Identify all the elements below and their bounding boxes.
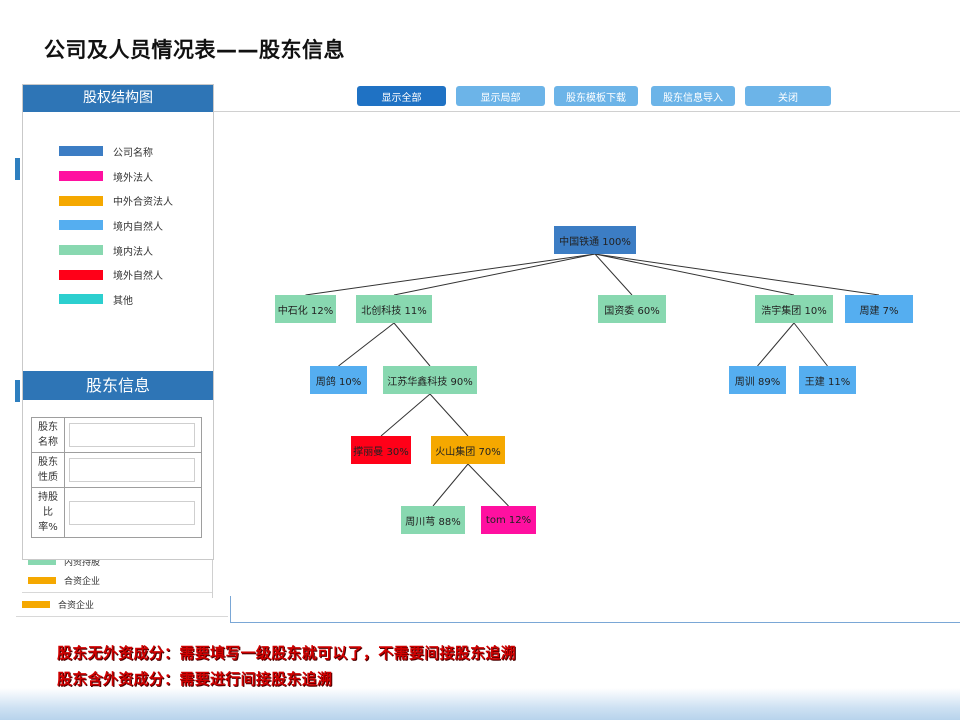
connector-line bbox=[432, 463, 469, 507]
org-node-n1[interactable]: 中石化 12% bbox=[275, 295, 336, 323]
org-node-n9[interactable]: 王建 11% bbox=[799, 366, 856, 394]
legend-swatch bbox=[22, 601, 50, 608]
connector-line bbox=[793, 322, 828, 367]
shareholding-ratio-input[interactable] bbox=[69, 500, 195, 525]
template-download-button[interactable]: 股东模板下载 bbox=[554, 86, 638, 106]
field-label: 股东 性质 bbox=[31, 452, 65, 488]
main-panel-bottom-frame bbox=[230, 596, 960, 623]
shareholder-info-form: 股东 名称 股东 性质 持股 比 率% bbox=[31, 417, 202, 538]
org-node-n8[interactable]: 周训 89% bbox=[729, 366, 786, 394]
divider bbox=[16, 616, 228, 617]
org-node-n7[interactable]: 江苏华鑫科技 90% bbox=[383, 366, 477, 394]
shareholder-name-input[interactable] bbox=[69, 423, 195, 447]
legend-label: 合资企业 bbox=[64, 577, 101, 587]
field-cell bbox=[64, 487, 202, 538]
legend-label: 境外自然人 bbox=[113, 271, 163, 283]
legend-swatch bbox=[59, 245, 103, 256]
import-button[interactable]: 股东信息导入 bbox=[651, 86, 735, 106]
org-node-n13[interactable]: tom 12% bbox=[481, 506, 536, 534]
org-node-n11[interactable]: 火山集团 70% bbox=[431, 436, 505, 464]
org-node-n2[interactable]: 北创科技 11% bbox=[356, 295, 432, 323]
legend-swatch bbox=[59, 146, 103, 157]
form-row: 股东 名称 bbox=[31, 417, 202, 453]
connector-line bbox=[594, 253, 880, 296]
structure-panel-title: 股权结构图 bbox=[23, 85, 213, 112]
legend-label: 境内自然人 bbox=[113, 221, 163, 233]
field-label-line: 股东 bbox=[38, 422, 58, 433]
legend-item: 境外法人 bbox=[59, 164, 173, 189]
field-label-line: 比 bbox=[43, 507, 53, 518]
org-node-n3[interactable]: 国资委 60% bbox=[598, 295, 666, 323]
legend-item: 中外合资法人 bbox=[59, 188, 173, 213]
legend-swatch bbox=[59, 269, 103, 280]
legend-swatch bbox=[59, 171, 103, 182]
org-node-n6[interactable]: 周鸽 10% bbox=[310, 366, 367, 394]
shareholder-type-input[interactable] bbox=[69, 458, 195, 482]
legend-item: 其他 bbox=[59, 287, 173, 312]
form-row: 股东 性质 bbox=[31, 452, 202, 488]
note-line-2: 股东含外资成分：需要进行间接股东追溯 bbox=[57, 670, 333, 688]
field-label-line: 性质 bbox=[38, 472, 58, 483]
note-line-1: 股东无外资成分：需要填写一级股东就可以了，不需要间接股东追溯 bbox=[57, 644, 517, 662]
connector-line bbox=[757, 322, 795, 367]
connector-line bbox=[467, 463, 509, 507]
connector-lines bbox=[305, 253, 880, 507]
field-cell bbox=[64, 417, 202, 453]
legend-swatch bbox=[59, 294, 103, 305]
background-tab-marker bbox=[15, 380, 20, 402]
connector-line bbox=[305, 253, 596, 296]
legend-ghost-row: 合资企业 bbox=[22, 598, 94, 611]
org-node-root[interactable]: 中国铁通 100% bbox=[554, 226, 636, 254]
slide-title: 公司及人员情况表——股东信息 bbox=[44, 38, 345, 62]
connector-line bbox=[594, 253, 795, 296]
shareholder-info-title: 股东信息 bbox=[23, 371, 213, 400]
legend-label: 其他 bbox=[113, 295, 133, 307]
background-tab-marker bbox=[15, 158, 20, 180]
legend-item: 境内自然人 bbox=[59, 213, 173, 238]
legend-swatch bbox=[59, 195, 103, 206]
legend-item: 境外自然人 bbox=[59, 262, 173, 287]
connector-line bbox=[380, 393, 431, 437]
legend: 公司名称 境外法人 中外合资法人 境内自然人 境内法人 境外自然人 其他 bbox=[59, 139, 173, 312]
connector-line bbox=[594, 253, 633, 296]
field-label-line: 持股 bbox=[38, 492, 58, 503]
org-node-n5[interactable]: 周建 7% bbox=[845, 295, 913, 323]
org-node-n10[interactable]: 撑丽曼 30% bbox=[351, 436, 411, 464]
connector-line bbox=[338, 322, 395, 367]
toolbar: 显示全部 显示局部 股东模板下载 股东信息导入 关闭 bbox=[213, 84, 960, 112]
field-cell bbox=[64, 452, 202, 488]
connector-line bbox=[393, 253, 596, 296]
field-label-line: 率% bbox=[38, 522, 58, 533]
legend-swatch bbox=[59, 220, 103, 231]
connector-line bbox=[429, 393, 469, 437]
field-label-line: 名称 bbox=[38, 437, 58, 448]
legend-item: 境内法人 bbox=[59, 238, 173, 263]
equity-structure-chart: 中国铁通 100% 中石化 12% 北创科技 11% 国资委 60% 浩宇集团 10% 周… bbox=[213, 84, 960, 584]
legend-item: 公司名称 bbox=[59, 139, 173, 164]
legend-label: 中外合资法人 bbox=[113, 197, 173, 209]
legend-swatch bbox=[28, 558, 56, 565]
legend-swatch bbox=[28, 577, 56, 584]
legend-label: 公司名称 bbox=[113, 147, 153, 159]
legend-label: 合资企业 bbox=[58, 601, 95, 611]
org-node-n12[interactable]: 周川芎 88% bbox=[401, 506, 465, 534]
legend-ghost-row: 内资持股 bbox=[28, 555, 100, 568]
main-panel: 显示全部 显示局部 股东模板下载 股东信息导入 关闭 中国铁通 100% 中石化 … bbox=[212, 84, 960, 623]
legend-label: 境内法人 bbox=[113, 246, 153, 258]
divider bbox=[22, 592, 236, 593]
org-node-n4[interactable]: 浩宇集团 10% bbox=[755, 295, 833, 323]
field-label: 股东 名称 bbox=[31, 417, 65, 453]
show-all-button[interactable]: 显示全部 bbox=[357, 86, 446, 106]
footer-decoration bbox=[0, 688, 960, 720]
show-partial-button[interactable]: 显示局部 bbox=[456, 86, 545, 106]
field-label-line: 股东 bbox=[38, 457, 58, 468]
left-panel: 股权结构图 公司名称 境外法人 中外合资法人 境内自然人 境内法人 境外自然人 … bbox=[22, 84, 214, 560]
connector-line bbox=[393, 322, 431, 367]
field-label: 持股 比 率% bbox=[31, 487, 65, 538]
form-row: 持股 比 率% bbox=[31, 487, 202, 538]
legend-label: 境外法人 bbox=[113, 172, 153, 184]
legend-label: 内资持股 bbox=[64, 558, 101, 568]
close-button[interactable]: 关闭 bbox=[745, 86, 831, 106]
legend-ghost-row: 合资企业 bbox=[28, 574, 100, 587]
